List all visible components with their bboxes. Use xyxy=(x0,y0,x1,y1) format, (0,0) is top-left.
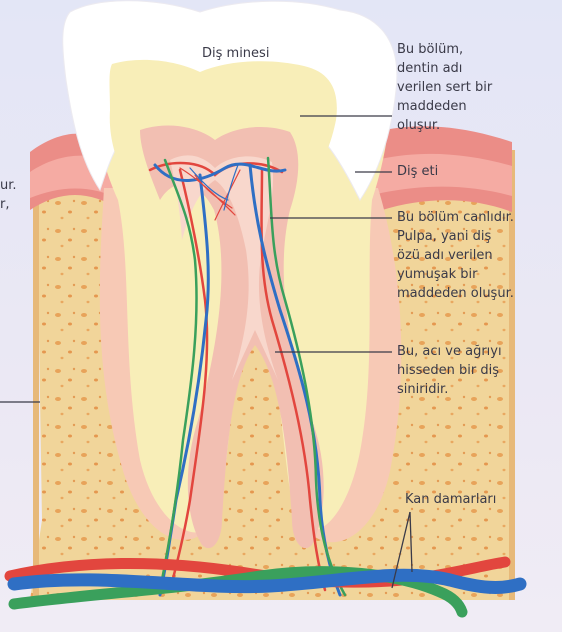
dentin-label: Bu bölüm, dentin adı verilen sert bir ma… xyxy=(397,40,492,135)
blood-vessels-label: Kan damarları xyxy=(405,490,496,509)
cut-off-left-text: ur. r, xyxy=(0,176,17,214)
nerve-label: Bu, acı ve ağrıyı hisseden bir diş sinir… xyxy=(397,342,502,399)
enamel-label: Diş minesi xyxy=(202,44,269,63)
pulp-label: Bu bölüm canlıdır. Pulpa, yani diş özü a… xyxy=(397,208,514,303)
gum-label: Diş eti xyxy=(397,162,438,181)
